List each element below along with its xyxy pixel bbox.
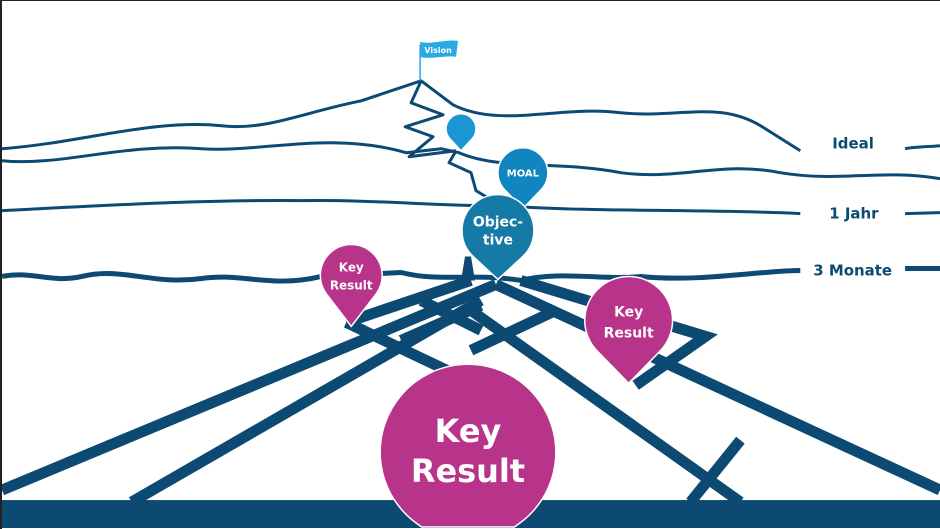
level-label-3-monate: 3 Monate — [813, 261, 892, 279]
pin-top — [445, 113, 477, 152]
mountain-ridge-lower — [447, 149, 502, 207]
road — [686, 436, 745, 506]
road-network — [2, 275, 940, 507]
pin-label: Key — [339, 260, 364, 274]
ideal-lower-line — [2, 141, 940, 181]
level-label-ideal: Ideal — [832, 135, 874, 153]
road — [468, 305, 559, 356]
level-label-1-jahr: 1 Jahr — [829, 205, 879, 223]
pin-label: Result — [330, 278, 373, 292]
road — [344, 275, 473, 328]
one-year-line-end — [905, 211, 940, 216]
pin-label: tive — [483, 233, 513, 249]
map-pin-icon — [461, 193, 535, 281]
pin-label: Result — [604, 325, 654, 341]
pin-label: Key — [435, 412, 502, 450]
one-year-line — [2, 199, 801, 216]
map-pin-icon — [379, 363, 557, 528]
three-months-line — [2, 267, 801, 284]
map-pin-icon — [584, 275, 674, 385]
pin-moal: MOAL — [497, 147, 549, 210]
vision-flag: Vision — [419, 40, 459, 81]
lighthouse-shape — [461, 256, 475, 281]
ideal-line-end — [904, 144, 940, 151]
pin-label: Key — [614, 304, 643, 320]
horizon-lines — [2, 79, 940, 284]
pin-objective: Objec-tive — [461, 193, 535, 281]
road — [519, 275, 718, 390]
road — [343, 317, 454, 378]
map-pin-icon — [497, 147, 549, 210]
pin-label: Result — [411, 452, 525, 490]
mountain-ridge — [403, 80, 457, 159]
road — [467, 305, 744, 507]
flag-icon — [420, 40, 459, 58]
ideal-mountain-line — [2, 79, 802, 152]
flag-label: Vision — [424, 46, 452, 55]
map-pin-icon — [319, 243, 383, 328]
map-pin-icon — [445, 113, 477, 152]
pin-label: MOAL — [507, 169, 540, 180]
road — [398, 300, 484, 346]
road — [2, 279, 499, 496]
road — [493, 279, 940, 496]
pin-label: Objec- — [473, 215, 523, 231]
